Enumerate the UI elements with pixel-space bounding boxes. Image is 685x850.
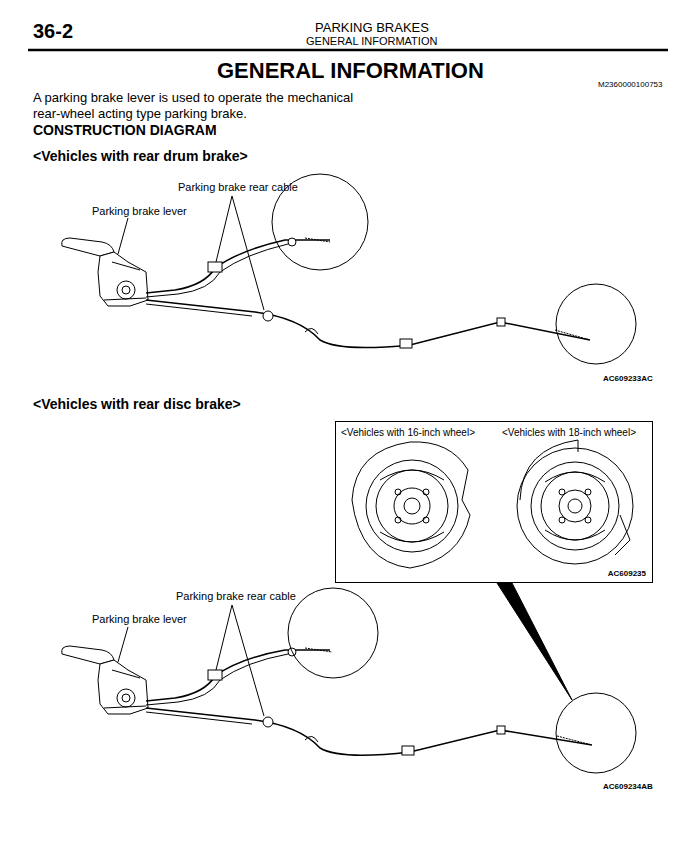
document-code: M2360000100753: [598, 80, 663, 89]
disc-brake-figure-part: [263, 717, 273, 727]
disc-brake-figure-part: [497, 583, 572, 700]
inset-figures-part: [366, 460, 458, 552]
part-label: Parking brake lever: [92, 613, 187, 626]
part-label: Parking brake lever: [92, 205, 187, 218]
inset-figures-part: [395, 489, 401, 495]
variant-heading: <Vehicles with rear disc brake>: [33, 396, 241, 412]
drum-brake-figure-part: [122, 286, 130, 294]
disc-brake-figure-part: [146, 712, 252, 724]
disc-brake-figure-part: [117, 689, 135, 707]
inset-figures-part: [559, 490, 591, 522]
inset-figures-part: [517, 448, 633, 564]
part-label: Parking brake rear cable: [178, 181, 298, 194]
disc-brake-figure-part: [146, 654, 288, 705]
inset-figures-part: [541, 472, 609, 540]
disc-brake-figure: [62, 583, 636, 773]
inset-figures-part: [559, 489, 565, 495]
disc-brake-figure-part: [208, 670, 222, 680]
figure-code: AC609235: [608, 569, 646, 578]
inset-figures: [352, 440, 633, 568]
disc-brake-figure-part: [104, 670, 146, 708]
drum-brake-figure-part: [104, 262, 146, 300]
header-rule-part: [28, 49, 668, 52]
drum-brake-figure-part: [305, 238, 330, 242]
inset-figures-part: [585, 517, 591, 523]
section-title: CONSTRUCTION DIAGRAM: [33, 122, 217, 138]
disc-brake-figure-part: [556, 693, 636, 773]
inset-figures-part: [352, 442, 470, 568]
drum-brake-figure-part: [400, 339, 412, 348]
page-title: GENERAL INFORMATION: [217, 58, 484, 83]
figure-code: AC609234AB: [603, 782, 653, 791]
inset-figures-part: [423, 517, 429, 523]
inset-figures-part: [404, 498, 420, 514]
intro-paragraph: A parking brake lever is used to operate…: [33, 90, 363, 121]
drum-brake-figure-part: [216, 196, 232, 262]
inset-figures-part: [395, 517, 401, 523]
disc-brake-figure-part: [146, 650, 330, 701]
disc-brake-figure-part: [288, 588, 378, 678]
disc-brake-figure-part: [118, 627, 128, 662]
drum-brake-figure-part: [118, 218, 128, 254]
section-heading: GENERAL INFORMATION: [306, 35, 437, 48]
inset-box: <Vehicles with 16-inch wheel> <Vehicles w…: [335, 421, 653, 583]
inset-figures-part: [568, 499, 582, 513]
inset-figures-part: [376, 470, 448, 542]
inset-figures-part: [423, 489, 429, 495]
drum-brake-figure-part: [305, 328, 318, 334]
variant-heading: <Vehicles with rear drum brake>: [33, 148, 248, 164]
figure-code: AC609233AC: [603, 374, 653, 383]
drum-brake-figure-part: [555, 330, 590, 340]
drum-brake-figure-part: [232, 196, 264, 310]
inset-figures-part: [615, 515, 630, 555]
disc-brake-figure-part: [402, 746, 414, 755]
disc-brake-figure-part: [216, 605, 232, 670]
drum-brake-figure-part: [556, 284, 636, 364]
inset-figures-part: [380, 470, 444, 542]
drum-brake-figure-part: [146, 300, 590, 348]
inset-figures-part: [531, 462, 619, 550]
header-rule: [28, 50, 668, 51]
drum-brake-figure-part: [497, 318, 505, 326]
chapter-heading: PARKING BRAKES: [315, 21, 429, 36]
inset-caption: <Vehicles with 18-inch wheel>: [502, 427, 636, 439]
drum-brake-figure-part: [146, 304, 252, 316]
page-number: 36-2: [33, 20, 73, 43]
inset-figures-part: [545, 472, 605, 540]
disc-brake-figure-part: [305, 648, 332, 652]
drum-brake-figure-part: [62, 238, 114, 256]
drum-brake-figure: [62, 174, 636, 364]
disc-brake-figure-part: [497, 726, 505, 734]
drum-brake-figure-part: [263, 311, 273, 321]
disc-brake-figure-part: [305, 736, 318, 742]
drum-brake-figure-part: [288, 238, 296, 246]
disc-brake-figure-part: [122, 694, 130, 702]
drum-brake-figure-part: [98, 252, 148, 306]
disc-brake-figure-part: [98, 660, 148, 714]
inset-figures-part: [394, 488, 430, 524]
disc-brake-figure-part: [557, 736, 592, 745]
disc-brake-figure-part: [62, 646, 114, 664]
disc-brake-figure-part: [146, 708, 592, 755]
disc-brake-figure-part: [232, 605, 264, 716]
part-label: Parking brake rear cable: [176, 590, 296, 603]
drum-brake-figure-part: [208, 262, 222, 272]
drum-brake-figure-part: [146, 244, 288, 297]
inset-figures-part: [585, 489, 591, 495]
inset-figures-part: [559, 517, 565, 523]
drum-brake-figure-part: [117, 281, 135, 299]
inset-caption: <Vehicles with 16-inch wheel>: [341, 427, 475, 439]
